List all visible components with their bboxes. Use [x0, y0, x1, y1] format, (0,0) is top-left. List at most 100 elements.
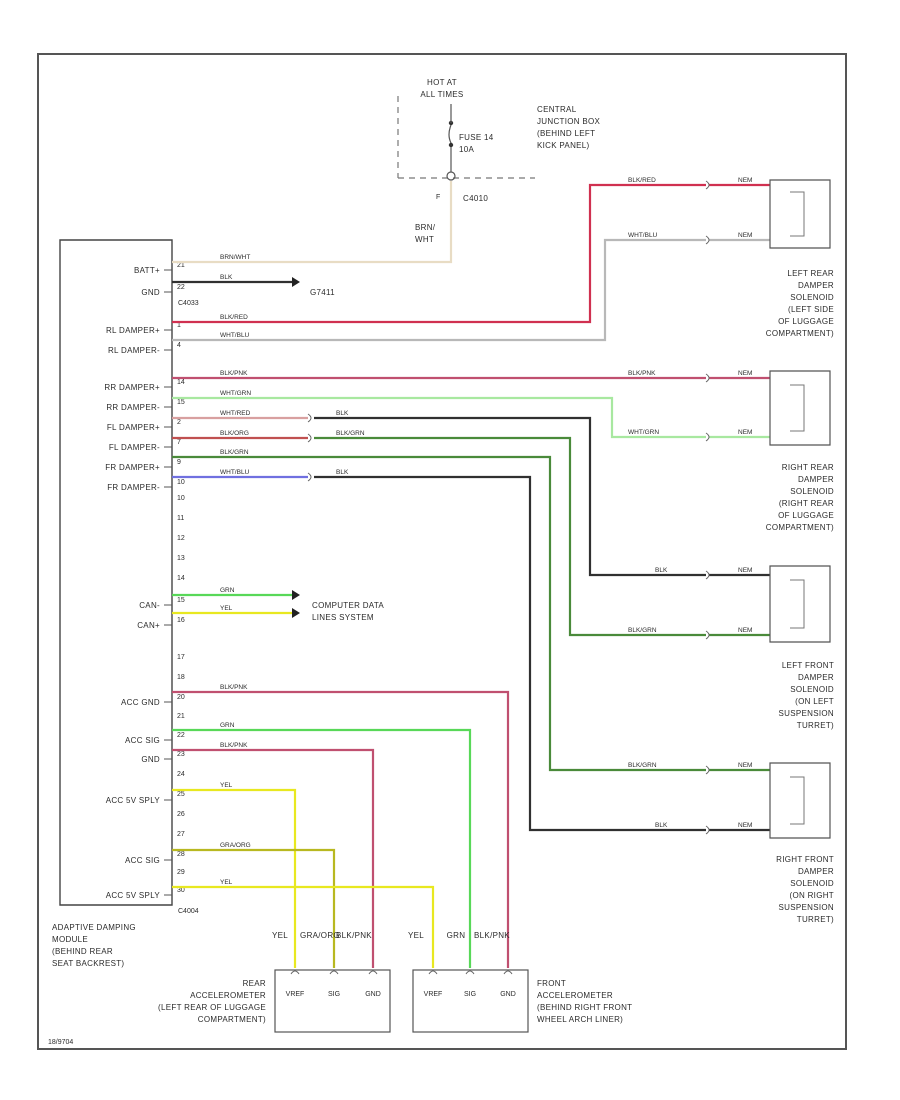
- brn-wht-label-2: WHT: [415, 235, 434, 244]
- pin-num: 21: [177, 262, 185, 269]
- adaptive-damping-module-box: [59, 239, 173, 906]
- can-system-label-1: COMPUTER DATA: [312, 601, 384, 610]
- module-pin-labels: BATT+ GND RL DAMPER+ RL DAMPER- RR DAMPE…: [104, 266, 160, 900]
- can-arrow-icon: [292, 590, 300, 600]
- solenoid-coil-icon: [790, 776, 805, 825]
- acc-label: (BEHIND RIGHT FRONT: [537, 1003, 632, 1012]
- solenoid-label: RIGHT REAR: [782, 463, 834, 472]
- solenoid-pin-label: NEM: [738, 762, 752, 769]
- wire-blk-pnk-acc-gnd: [172, 690, 510, 968]
- pin-num: 13: [177, 555, 185, 562]
- solenoid-pin-label: NEM: [738, 370, 752, 377]
- solenoid-pin-label: NEM: [738, 567, 752, 574]
- wire-label: YEL: [220, 605, 233, 612]
- pin-label-fl-plus: FL DAMPER+: [107, 423, 160, 432]
- wire-yel-acc-5v: [172, 788, 297, 968]
- solenoid-label: OF LUGGAGE: [778, 317, 834, 326]
- connector-c4004-label: C4004: [178, 908, 199, 915]
- wire-label: BLK/RED: [628, 177, 656, 184]
- module-name-4: SEAT BACKREST): [52, 959, 124, 968]
- pin-label-gnd: GND: [141, 288, 160, 297]
- solenoid-label: SOLENOID: [790, 487, 834, 496]
- pin-num: 29: [177, 869, 185, 876]
- pin-num: 28: [177, 851, 185, 858]
- solenoid-label: DAMPER: [798, 867, 834, 876]
- acc-pin-label: VREF: [286, 991, 305, 998]
- solenoid-label: DAMPER: [798, 281, 834, 290]
- wire-label: YEL: [220, 782, 233, 789]
- ground-arrow-icon: [292, 277, 300, 287]
- pin-label-acc-5v-2: ACC 5V SPLY: [106, 891, 161, 900]
- pin-num: 11: [177, 515, 184, 522]
- wire-label: YEL: [272, 931, 288, 940]
- wire-label: BLK/GRN: [628, 762, 657, 769]
- module-pin-numbers: 21 22 1 4 14 15 2 7 9 10 10 11 12 13 14 …: [177, 262, 185, 894]
- solenoid-pin-label: NEM: [738, 627, 752, 634]
- pin-num: 10: [177, 479, 185, 486]
- pin-num: 27: [177, 831, 185, 838]
- acc-label: FRONT: [537, 979, 566, 988]
- module-pin-ticks: [164, 269, 172, 896]
- pin-label-acc-sig: ACC SIG: [125, 736, 160, 745]
- pin-num: 23: [177, 751, 185, 758]
- pin-label-can-minus: CAN-: [139, 601, 160, 610]
- rear-accelerometer: YEL GRA/ORG BLK/PNK VREF SIG GND REAR AC…: [158, 931, 391, 1033]
- solenoid-label: DAMPER: [798, 475, 834, 484]
- wire-label: WHT/GRN: [628, 429, 659, 436]
- solenoid-coil-icon: [790, 384, 805, 432]
- wire-label: BLK/PNK: [628, 370, 656, 377]
- pin-label-acc-5v: ACC 5V SPLY: [106, 796, 161, 805]
- wire-blk-pnk-gnd: [172, 748, 375, 968]
- module-label: ADAPTIVE DAMPING MODULE (BEHIND REAR SEA…: [52, 923, 136, 968]
- pin-num: 16: [177, 617, 185, 624]
- pin-num: 22: [177, 732, 185, 739]
- wire-label: WHT/BLU: [220, 469, 250, 476]
- solenoid-label: (RIGHT REAR: [779, 499, 834, 508]
- solenoid-label: OF LUGGAGE: [778, 511, 834, 520]
- pin-label-can-plus: CAN+: [137, 621, 160, 630]
- solenoid-left-front: NEM NEM LEFT FRONT DAMPER SOLENOID (ON L…: [738, 565, 834, 730]
- solenoid-left-rear: NEM NEM LEFT REAR DAMPER SOLENOID (LEFT …: [738, 177, 834, 338]
- pin-num: 22: [177, 284, 185, 291]
- wire-label: YEL: [408, 931, 424, 940]
- cjb-label-3: (BEHIND LEFT: [537, 129, 595, 138]
- pin-label-fr-plus: FR DAMPER+: [105, 463, 160, 472]
- pin-num: 20: [177, 694, 185, 701]
- pin-num: 4: [177, 342, 181, 349]
- diagram-border: [37, 53, 847, 1050]
- wire-wht-blu-rl: [172, 238, 770, 342]
- wire-label: BLK/PNK: [474, 931, 510, 940]
- wire-label: GRA/ORG: [300, 931, 340, 940]
- wire-label: WHT/RED: [220, 410, 251, 417]
- acc-label: WHEEL ARCH LINER): [537, 1015, 623, 1024]
- wire-label: BLK/GRN: [336, 430, 365, 437]
- fuse-label: FUSE 14: [459, 133, 494, 142]
- solenoid-label: SUSPENSION: [779, 903, 834, 912]
- solenoid-pin-label: NEM: [738, 429, 752, 436]
- pin-num: 24: [177, 771, 185, 778]
- can-system-label-2: LINES SYSTEM: [312, 613, 374, 622]
- wire-label: BLK/GRN: [220, 449, 249, 456]
- wire-grn-acc-sig: [172, 728, 472, 968]
- hot-at-label: HOT AT: [427, 78, 457, 87]
- solenoid-label: DAMPER: [798, 673, 834, 682]
- solenoid-right-rear: NEM NEM RIGHT REAR DAMPER SOLENOID (RIGH…: [738, 370, 834, 532]
- central-junction-box: HOT AT ALL TIMES FUSE 14 10A CENTRAL JUN…: [397, 78, 601, 244]
- wire-label: GRN: [447, 931, 466, 940]
- wire-label: BLK/PNK: [220, 742, 248, 749]
- solenoid-label: LEFT FRONT: [782, 661, 834, 670]
- solenoid-label: RIGHT FRONT: [776, 855, 834, 864]
- pin-num: 30: [177, 887, 185, 894]
- wire-label: BLK/PNK: [220, 370, 248, 377]
- wire-gra-org-acc-sig: [172, 848, 336, 968]
- pin-label-acc-gnd: ACC GND: [121, 698, 160, 707]
- solenoid-label: SOLENOID: [790, 685, 834, 694]
- wire-label: BLK: [220, 274, 233, 281]
- cjb-label-1: CENTRAL: [537, 105, 577, 114]
- solenoid-pin-label: NEM: [738, 177, 752, 184]
- fuse-rating: 10A: [459, 145, 474, 154]
- cjb-label-2: JUNCTION BOX: [537, 117, 601, 126]
- brn-wht-label-1: BRN/: [415, 223, 436, 232]
- pin-num: 1: [177, 322, 181, 329]
- pin-label-gnd-2: GND: [141, 755, 160, 764]
